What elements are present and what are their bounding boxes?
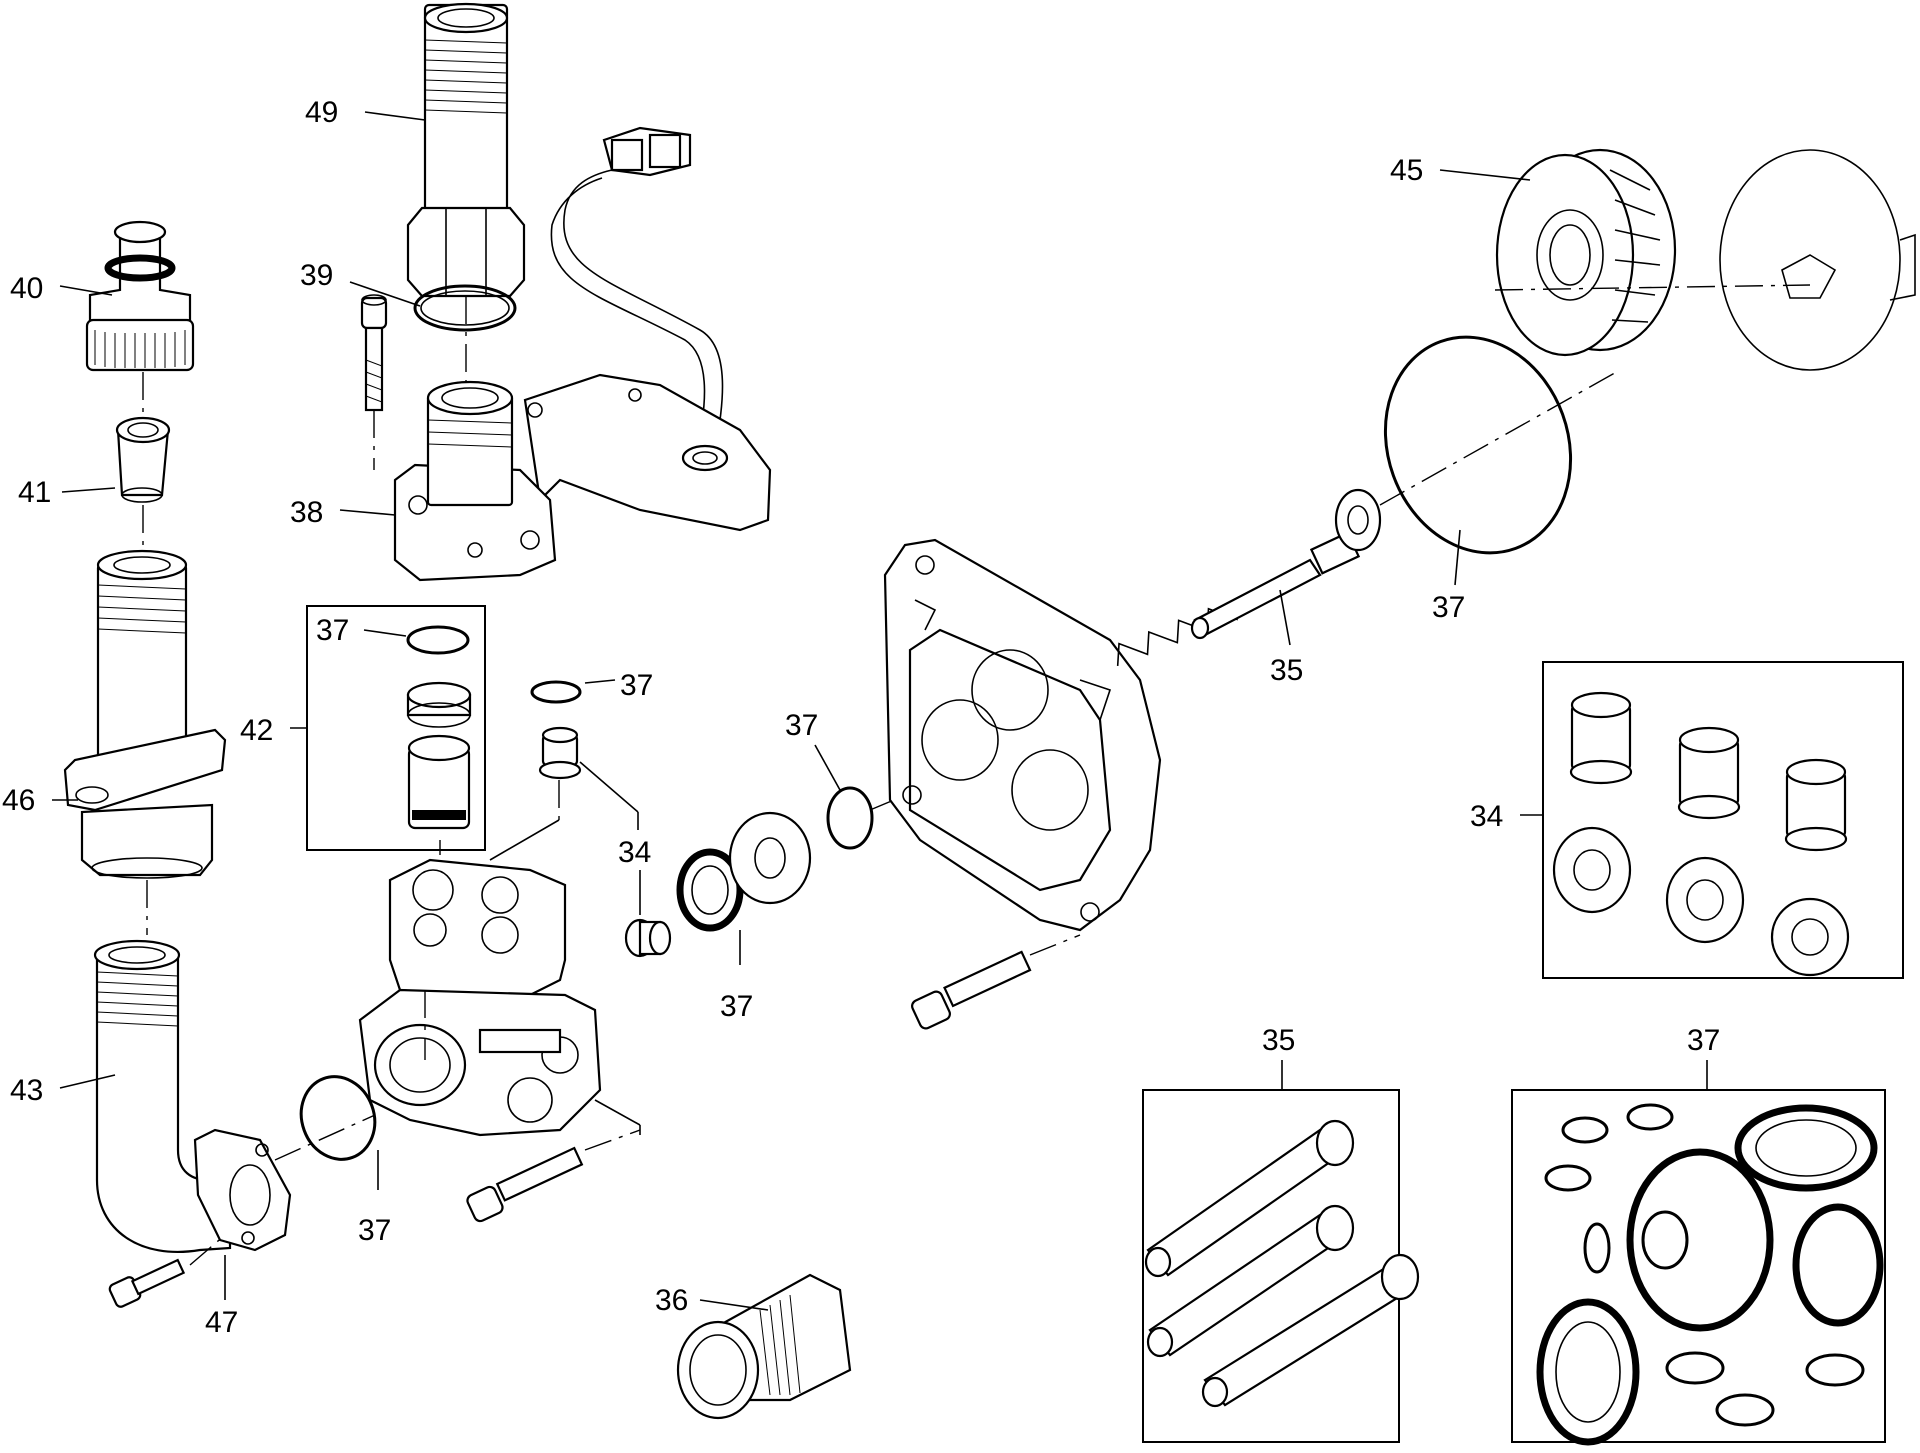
label-39: 39 — [300, 259, 333, 292]
label-37-box: 37 — [1687, 1024, 1720, 1057]
part-41-sleeve — [115, 416, 171, 503]
label-37-kit: 37 — [316, 614, 349, 647]
label-45: 45 — [1390, 154, 1423, 187]
part-46-threaded-fitting — [63, 549, 227, 879]
label-36: 36 — [655, 1284, 688, 1317]
label-37-big: 37 — [1432, 591, 1465, 624]
seal-set-37 — [1536, 1103, 1884, 1446]
valve-insert-34 — [538, 726, 582, 780]
label-35-box: 35 — [1262, 1024, 1295, 1057]
label-37-flange: 37 — [358, 1214, 391, 1247]
label-47: 47 — [205, 1306, 238, 1339]
leader-43 — [59, 1074, 116, 1089]
head-bolt — [466, 1146, 584, 1223]
leader-39 — [349, 281, 421, 307]
leader-37-big — [1454, 529, 1461, 586]
leader-40 — [59, 285, 113, 296]
label-38: 38 — [290, 496, 323, 529]
part-39-o-ring — [413, 284, 517, 332]
label-35: 35 — [1270, 654, 1303, 687]
valve-inline — [624, 918, 672, 958]
part-43-elbow-pipe — [93, 939, 292, 1253]
label-34-box: 34 — [1470, 800, 1503, 833]
valve-o-ring — [530, 680, 582, 704]
label-34-valve: 34 — [618, 836, 651, 869]
leader-37-seal-upper — [814, 744, 841, 791]
big-o-ring-37 — [1383, 335, 1573, 555]
flange-o-ring — [299, 1075, 377, 1161]
part-47-screw — [108, 1258, 186, 1308]
leader-49 — [364, 111, 426, 121]
cable-connector — [550, 126, 724, 453]
leader-37-kit — [363, 629, 407, 637]
valve-set-34 — [1552, 691, 1850, 977]
piston-set-35 — [1144, 1119, 1420, 1408]
leader-35 — [1279, 589, 1291, 646]
part-45-seal — [1495, 148, 1677, 357]
body-bolt — [911, 950, 1032, 1030]
kit-box-37 — [1511, 1089, 1886, 1443]
part-38-valve-housing — [393, 373, 772, 582]
label-43: 43 — [10, 1074, 43, 1107]
label-37-seal-low: 37 — [720, 990, 753, 1023]
label-49: 49 — [305, 96, 338, 129]
label-40: 40 — [10, 272, 43, 305]
part-42-valve-kit — [406, 625, 472, 830]
part-35-piston — [1190, 488, 1382, 640]
pump-cap — [1719, 149, 1916, 371]
screw-38 — [360, 294, 388, 412]
part-49-threaded-pipe — [406, 2, 526, 298]
pump-head-block — [358, 858, 602, 1137]
leader-34-valve — [579, 761, 639, 813]
pump-body — [883, 538, 1162, 932]
leader-41 — [61, 487, 116, 493]
part-40-hose-coupling — [85, 220, 195, 372]
label-46: 46 — [2, 784, 35, 817]
label-37-valve: 37 — [620, 669, 653, 702]
label-37-seal-upper: 37 — [785, 709, 818, 742]
part-36-union-nut — [676, 1273, 852, 1420]
leader-45 — [1439, 169, 1531, 181]
leader-36 — [699, 1299, 769, 1311]
seal-pair-37 — [676, 786, 874, 932]
leader-37-valve — [584, 679, 616, 684]
kit-box-34 — [1542, 661, 1904, 979]
leader-38 — [339, 509, 396, 516]
label-41: 41 — [18, 476, 51, 509]
label-42: 42 — [240, 714, 273, 747]
